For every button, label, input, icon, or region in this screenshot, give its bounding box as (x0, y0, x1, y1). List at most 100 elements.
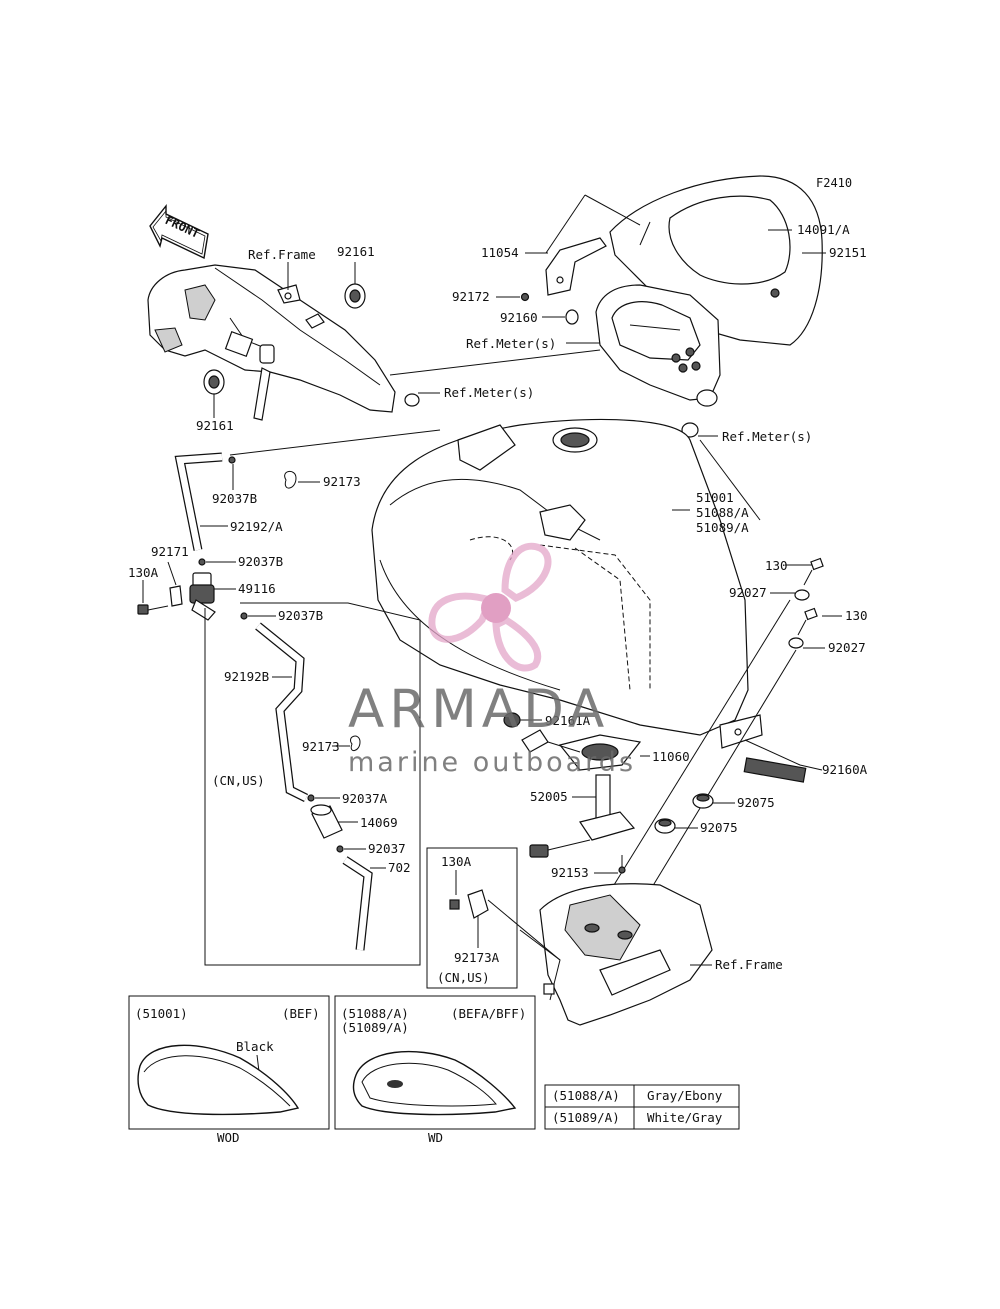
filter-14069 (310, 804, 343, 839)
front-direction-arrow: FRONT (149, 204, 209, 260)
clamp-92037A (307, 794, 315, 802)
callout-92173A: 92173A (454, 950, 500, 965)
callout-92173-mid: 92173 (302, 739, 340, 754)
color-table: (51088/A) Gray/Ebony (51089/A) White/Gra… (544, 1084, 740, 1130)
callout-92027-a: 92027 (729, 585, 767, 600)
callout-51001: 51001 (696, 490, 734, 505)
watermark-blade-bottom (492, 615, 542, 672)
damper-92075-a (692, 793, 714, 809)
screw-92153 (618, 866, 626, 874)
callout-130-a: 130 (765, 558, 788, 573)
grommet-meter-upper (404, 393, 420, 407)
callout-92173-top: 92173 (323, 474, 361, 489)
callout-92037A: 92037A (342, 791, 388, 806)
frame-head-illustration (147, 264, 396, 421)
callout-702: 702 (388, 860, 411, 875)
watermark-blade-top (501, 542, 552, 602)
callout-11060: 11060 (652, 749, 690, 764)
variant-wd-tag: (BEFA/BFF) (451, 1006, 526, 1021)
callout-92037B-a: 92037B (212, 491, 257, 506)
clip-92173-mid (350, 735, 361, 751)
bolt-130A-box (449, 899, 460, 910)
callout-52005: 52005 (530, 789, 568, 804)
callout-92075-a: 92075 (737, 795, 775, 810)
pad-92160A (743, 757, 807, 783)
watermark-tagline: marine outboards (348, 747, 636, 778)
fuel-tank-51001 (371, 418, 763, 749)
washer-92027-a (794, 589, 810, 601)
callout-ref-meter-1: Ref.Meter(s) (466, 336, 556, 351)
callout-92161-top: 92161 (337, 244, 375, 259)
watermark-brand: ARMADA (348, 679, 609, 740)
bracket-92171 (169, 585, 183, 607)
callout-ref-meter-2: Ref.Meter(s) (444, 385, 534, 400)
bolt-130A-left (137, 604, 149, 615)
bolt-130-b (797, 607, 818, 636)
gasket-11060 (558, 734, 642, 771)
variant-wod-color: Black (236, 1039, 274, 1054)
variant-wod-tag: (BEF) (282, 1006, 320, 1021)
callout-92192A: 92192/A (230, 519, 283, 534)
callout-51088A: 51088/A (696, 505, 749, 520)
callout-92160A: 92160A (822, 762, 868, 777)
callout-92192B: 92192B (224, 669, 269, 684)
valve-49116 (189, 572, 216, 621)
callout-92172: 92172 (452, 289, 490, 304)
callout-14069: 14069 (360, 815, 398, 830)
clamp-92037B-a (228, 456, 236, 464)
callout-92037B-b: 92037B (238, 554, 283, 569)
callout-92161-bottom: 92161 (196, 418, 234, 433)
bracket-11054 (545, 237, 607, 296)
variant-wod-caption: WOD (217, 1130, 240, 1145)
watermark-hub (481, 593, 511, 623)
variant-wod-code: (51001) (135, 1006, 188, 1021)
grommet-92160 (565, 309, 579, 325)
clip-92173-top (284, 471, 297, 489)
hose-702 (342, 856, 373, 951)
nut-92172 (520, 292, 530, 302)
washer-92027-b (788, 637, 804, 649)
callout-92160: 92160 (500, 310, 538, 325)
callout-130A-left: 130A (128, 565, 159, 580)
variant-wd-code-1: (51088/A) (341, 1006, 409, 1021)
clamp-92037 (336, 845, 344, 853)
variant-wd-caption: WD (428, 1130, 443, 1145)
callout-14091A: 14091/A (797, 222, 850, 237)
variant-box-wd: (51088/A) (51089/A) (BEFA/BFF) WD (334, 995, 536, 1145)
bolt-130-a (803, 557, 824, 586)
grommet-meter-lower (681, 422, 699, 438)
callout-ref-meter-3: Ref.Meter(s) (722, 429, 812, 444)
variant-wd-code-2: (51089/A) (341, 1020, 409, 1035)
callout-92037: 92037 (368, 841, 406, 856)
color-table-part-2: (51089/A) (552, 1110, 620, 1125)
tank-outline-wod (137, 1044, 300, 1116)
rubber-bushing-92161-lower (203, 369, 225, 395)
callout-92075-b: 92075 (700, 820, 738, 835)
rubber-bushing-92161-upper (344, 283, 366, 309)
cn-us-left: (CN,US) (212, 773, 265, 788)
color-table-part-1: (51088/A) (552, 1088, 620, 1103)
hose-92192B (255, 622, 309, 803)
callout-ref-frame-top: Ref.Frame (248, 247, 316, 262)
callout-92151: 92151 (829, 245, 867, 260)
callout-92027-b: 92027 (828, 640, 866, 655)
clamp-92037B-c (240, 612, 248, 620)
meter-cover-14091A (609, 175, 823, 346)
callout-130-b: 130 (845, 608, 868, 623)
watermark-blade-left (428, 592, 495, 643)
callout-92161A: 92161A (545, 713, 591, 728)
color-table-color-1: Gray/Ebony (647, 1088, 723, 1103)
damper-92075-b (654, 818, 676, 834)
fuel-pump-52005 (521, 729, 636, 858)
callout-92037B-c: 92037B (278, 608, 323, 623)
variant-box-wod: (51001) (BEF) Black WOD (128, 995, 330, 1145)
clamp-92037B-b (198, 558, 206, 566)
figure-code: F2410 (816, 176, 852, 190)
callout-49116: 49116 (238, 581, 276, 596)
callout-92171: 92171 (151, 544, 189, 559)
cn-us-box: (CN,US) (437, 970, 490, 985)
watermark-logo (428, 542, 552, 672)
speedometer-assembly (595, 284, 721, 407)
callout-92153: 92153 (551, 865, 589, 880)
